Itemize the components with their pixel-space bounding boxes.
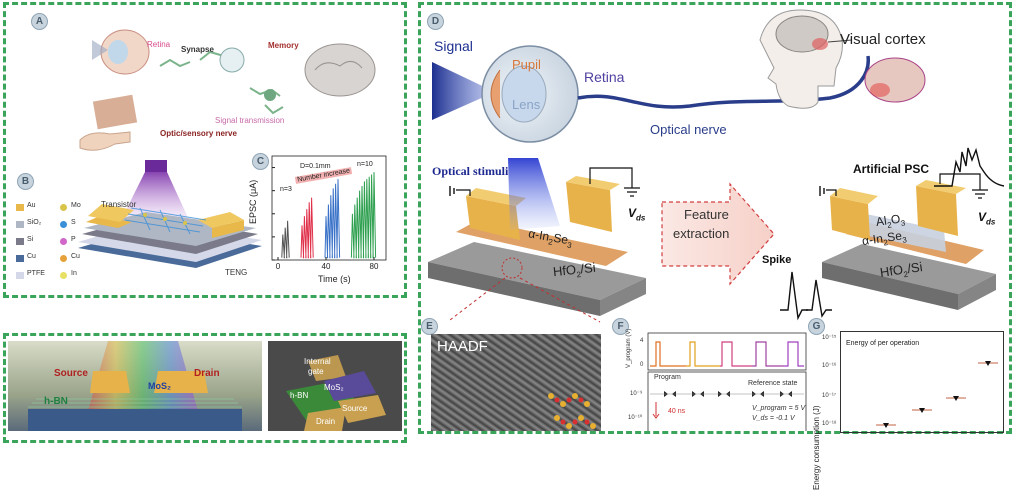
chart-g-ytick: 10⁻¹⁸ (822, 421, 837, 427)
chart-f-ytick-log: 10⁻⁹ (630, 391, 643, 397)
haadf-image: HAADF (431, 334, 601, 431)
device-optical-image: Internal gate h-BN MoS₂ Source Drain (268, 341, 402, 431)
label-drain-h: Drain (194, 368, 220, 379)
label-haadf: HAADF (437, 338, 488, 355)
chart-f-ytick-log2: 10⁻¹⁰ (628, 415, 643, 421)
energy-points (876, 361, 998, 428)
panel-e-tag: E (421, 318, 438, 335)
label-optic-nerve: Optic/sensory nerve (160, 129, 237, 138)
label-memory: Memory (268, 41, 299, 50)
panel-g-tag: G (808, 318, 825, 335)
label-hbn-h: h-BN (44, 396, 68, 407)
panel-f-tag: F (612, 318, 629, 335)
heterostructure-illustration: Source Drain MoS₂ h-BN (8, 341, 262, 431)
chart-c-series-line (350, 172, 377, 259)
epsc-chart: 0 40 80 (271, 155, 387, 271)
panel-a-tag: A (31, 13, 48, 30)
label-visual-cortex: Visual cortex (840, 31, 926, 48)
chart-c-xtick-label: 0 (276, 262, 281, 271)
label-signal: Signal (434, 38, 473, 54)
label-mos2-right: MoS₂ (324, 383, 344, 392)
chart-c-xtick-label: 80 (370, 262, 379, 271)
chart-c-n3: n=3 (280, 186, 292, 193)
label-vds-f: V_ds = -0.1 V (752, 415, 795, 422)
label-vprogram: V_program = 5 V (752, 405, 806, 412)
chart-c-series-line (300, 197, 314, 259)
panel-b-tag: B (17, 173, 34, 190)
chart-c-axes (271, 155, 387, 261)
label-40ns: 40 ns (668, 408, 686, 415)
chart-c-xtick-label: 40 (322, 262, 331, 271)
chart-c-series-line (324, 179, 341, 259)
chart-c-n10: n=10 (357, 161, 373, 168)
label-vds-left: Vds (628, 206, 646, 223)
transistor-illustration (78, 160, 262, 268)
chart-g-ytick: 10⁻¹⁷ (822, 393, 837, 399)
label-retina-a: Retina (147, 40, 171, 49)
chart-g-title: Energy of per operation (846, 340, 920, 347)
panel-d-tag: D (427, 13, 444, 30)
label-source-h: Source (54, 368, 88, 379)
label-signal-transmission: Signal transmission (215, 116, 285, 125)
label-retina-d: Retina (584, 69, 625, 85)
label-artificial-psc: Artificial PSC (853, 162, 930, 176)
label-reference-state: Reference state (748, 380, 798, 387)
label-optical-stimuli: Optical stimuli (432, 164, 509, 178)
label-optical-nerve: Optical nerve (650, 122, 727, 137)
label-internal-gate-2: gate (308, 367, 324, 376)
panel-d-illustration (428, 9, 1005, 323)
label-lens: Lens (512, 97, 541, 112)
chart-f-ytick-top: 4 (640, 338, 644, 344)
label-internal-gate-1: Internal (304, 357, 331, 366)
label-spike: Spike (762, 254, 792, 266)
label-vds-right: Vds (978, 210, 996, 227)
label-teng: TENG (225, 268, 248, 277)
chart-c-diameter: D=0.1mm (300, 163, 331, 170)
label-feature-2: extraction (673, 226, 730, 241)
label-hbn-right: h-BN (290, 391, 309, 400)
chart-c-xlabel: Time (s) (318, 274, 351, 284)
panel-c-tag: C (252, 153, 269, 170)
chart-g-ytick: 10⁻¹⁵ (822, 335, 837, 341)
label-drain-right: Drain (316, 417, 336, 426)
panel-a-illustration (79, 29, 376, 151)
program-pulse-chart (647, 332, 807, 431)
panel-a-b-c-frame (3, 2, 407, 298)
chart-c-series-line (281, 220, 290, 259)
label-mos2-h: MoS₂ (148, 381, 171, 391)
chart-f-ytick-mid: 0 (640, 362, 644, 368)
label-transistor: Transistor (101, 200, 137, 209)
label-feature-1: Feature (684, 207, 729, 222)
label-synapse: Synapse (181, 45, 214, 54)
label-pupil: Pupil (512, 57, 541, 72)
chart-g-ytick: 10⁻¹⁶ (822, 363, 837, 369)
label-source-right: Source (342, 404, 368, 413)
label-program: Program (654, 374, 681, 381)
